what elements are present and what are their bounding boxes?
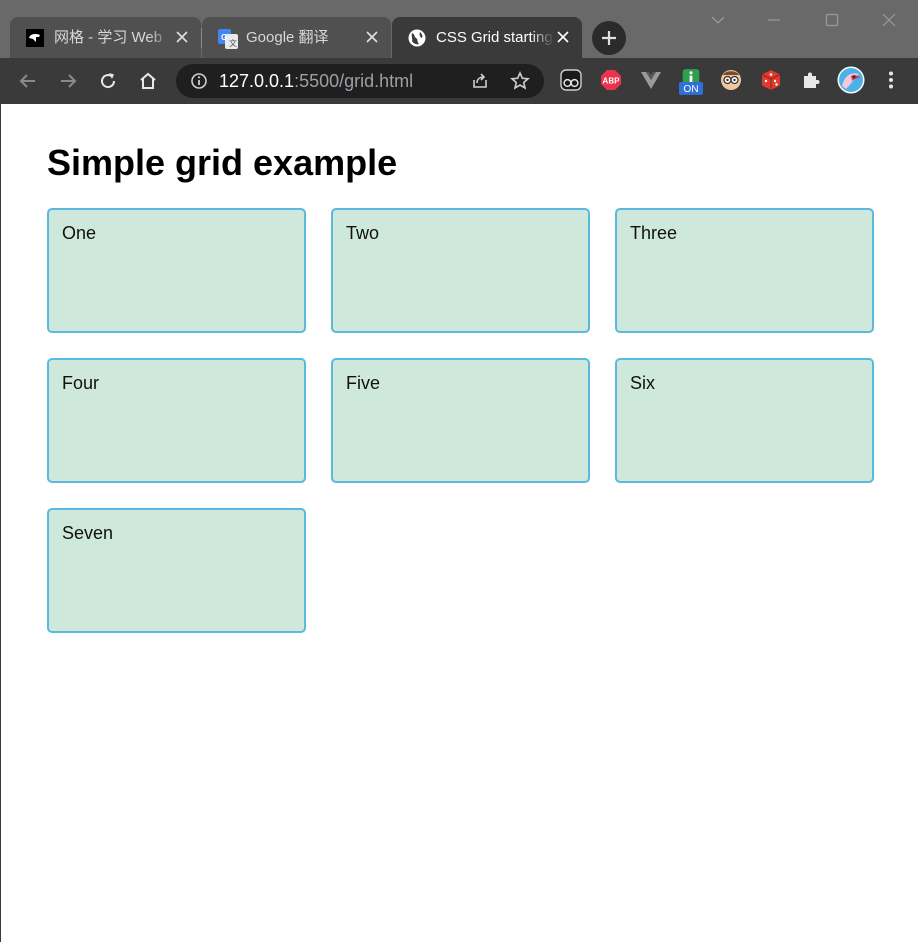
tab-title: CSS Grid starting bbox=[436, 29, 553, 46]
arrow-left-icon bbox=[19, 74, 35, 88]
grid-item-five: Five bbox=[331, 358, 590, 483]
glasses-extension-icon[interactable] bbox=[719, 68, 743, 92]
back-button[interactable] bbox=[14, 67, 42, 95]
grid-item-one: One bbox=[47, 208, 306, 333]
browser-toolbar: 127.0.0.1:5500/grid.html ABP ON bbox=[0, 58, 918, 104]
minimize-button[interactable] bbox=[762, 8, 786, 32]
share-icon[interactable] bbox=[470, 71, 490, 91]
close-icon[interactable] bbox=[364, 29, 380, 45]
grid-item-seven: Seven bbox=[47, 508, 306, 633]
arrow-right-icon bbox=[61, 74, 77, 88]
mdn-icon bbox=[26, 29, 44, 47]
close-window-button[interactable] bbox=[877, 8, 901, 32]
svg-text:G: G bbox=[221, 33, 227, 42]
close-icon[interactable] bbox=[174, 29, 190, 45]
tab-mdn[interactable]: 网格 - 学习 Web bbox=[10, 17, 201, 58]
maximize-button[interactable] bbox=[820, 8, 844, 32]
tab-separator bbox=[201, 28, 202, 48]
url-path: :5500/grid.html bbox=[294, 71, 414, 91]
info-on-extension-icon[interactable]: ON bbox=[679, 66, 703, 98]
address-bar[interactable]: 127.0.0.1:5500/grid.html bbox=[176, 64, 544, 98]
on-badge: ON bbox=[683, 84, 698, 95]
abp-label: ABP bbox=[603, 77, 621, 86]
grid-item-two: Two bbox=[331, 208, 590, 333]
grid-item-six: Six bbox=[615, 358, 874, 483]
profile-avatar[interactable] bbox=[837, 66, 865, 94]
browser-menu-icon[interactable] bbox=[879, 68, 903, 92]
plus-icon bbox=[602, 31, 616, 45]
tab-title: 网格 - 学习 Web bbox=[54, 29, 163, 46]
close-icon[interactable] bbox=[555, 29, 571, 45]
new-tab-button[interactable] bbox=[592, 21, 626, 55]
grid-item-three: Three bbox=[615, 208, 874, 333]
svg-text:文: 文 bbox=[229, 38, 237, 48]
tab-title: Google 翻译 bbox=[246, 29, 329, 46]
grid-container: One Two Three Four Five Six Seven bbox=[47, 208, 874, 633]
globe-icon bbox=[408, 29, 426, 47]
maximize-icon bbox=[825, 13, 839, 27]
grid-item-four: Four bbox=[47, 358, 306, 483]
reload-button[interactable] bbox=[94, 67, 122, 95]
url-host: 127.0.0.1 bbox=[219, 71, 295, 91]
tampermonkey-extension-icon[interactable] bbox=[559, 68, 583, 92]
chevron-down-icon bbox=[711, 16, 725, 24]
adblock-plus-extension-icon[interactable]: ABP bbox=[599, 68, 623, 92]
info-icon[interactable] bbox=[189, 71, 209, 91]
page-title: Simple grid example bbox=[47, 142, 398, 183]
vue-devtools-extension-icon[interactable] bbox=[639, 68, 663, 92]
window-edge bbox=[0, 104, 1, 942]
close-icon bbox=[882, 13, 896, 27]
page-viewport: Simple grid example One Two Three Four F… bbox=[0, 104, 918, 942]
extensions-puzzle-icon[interactable] bbox=[799, 68, 823, 92]
dice-extension-icon[interactable] bbox=[759, 68, 783, 92]
url-text: 127.0.0.1:5500/grid.html bbox=[219, 70, 413, 92]
tab-search-button[interactable] bbox=[706, 8, 730, 32]
tab-css-grid[interactable]: CSS Grid starting bbox=[392, 17, 582, 58]
home-icon bbox=[140, 72, 156, 89]
forward-button[interactable] bbox=[54, 67, 82, 95]
minimize-icon bbox=[768, 19, 780, 21]
home-button[interactable] bbox=[134, 67, 162, 95]
reload-icon bbox=[101, 73, 116, 89]
bookmark-star-icon[interactable] bbox=[510, 71, 530, 91]
